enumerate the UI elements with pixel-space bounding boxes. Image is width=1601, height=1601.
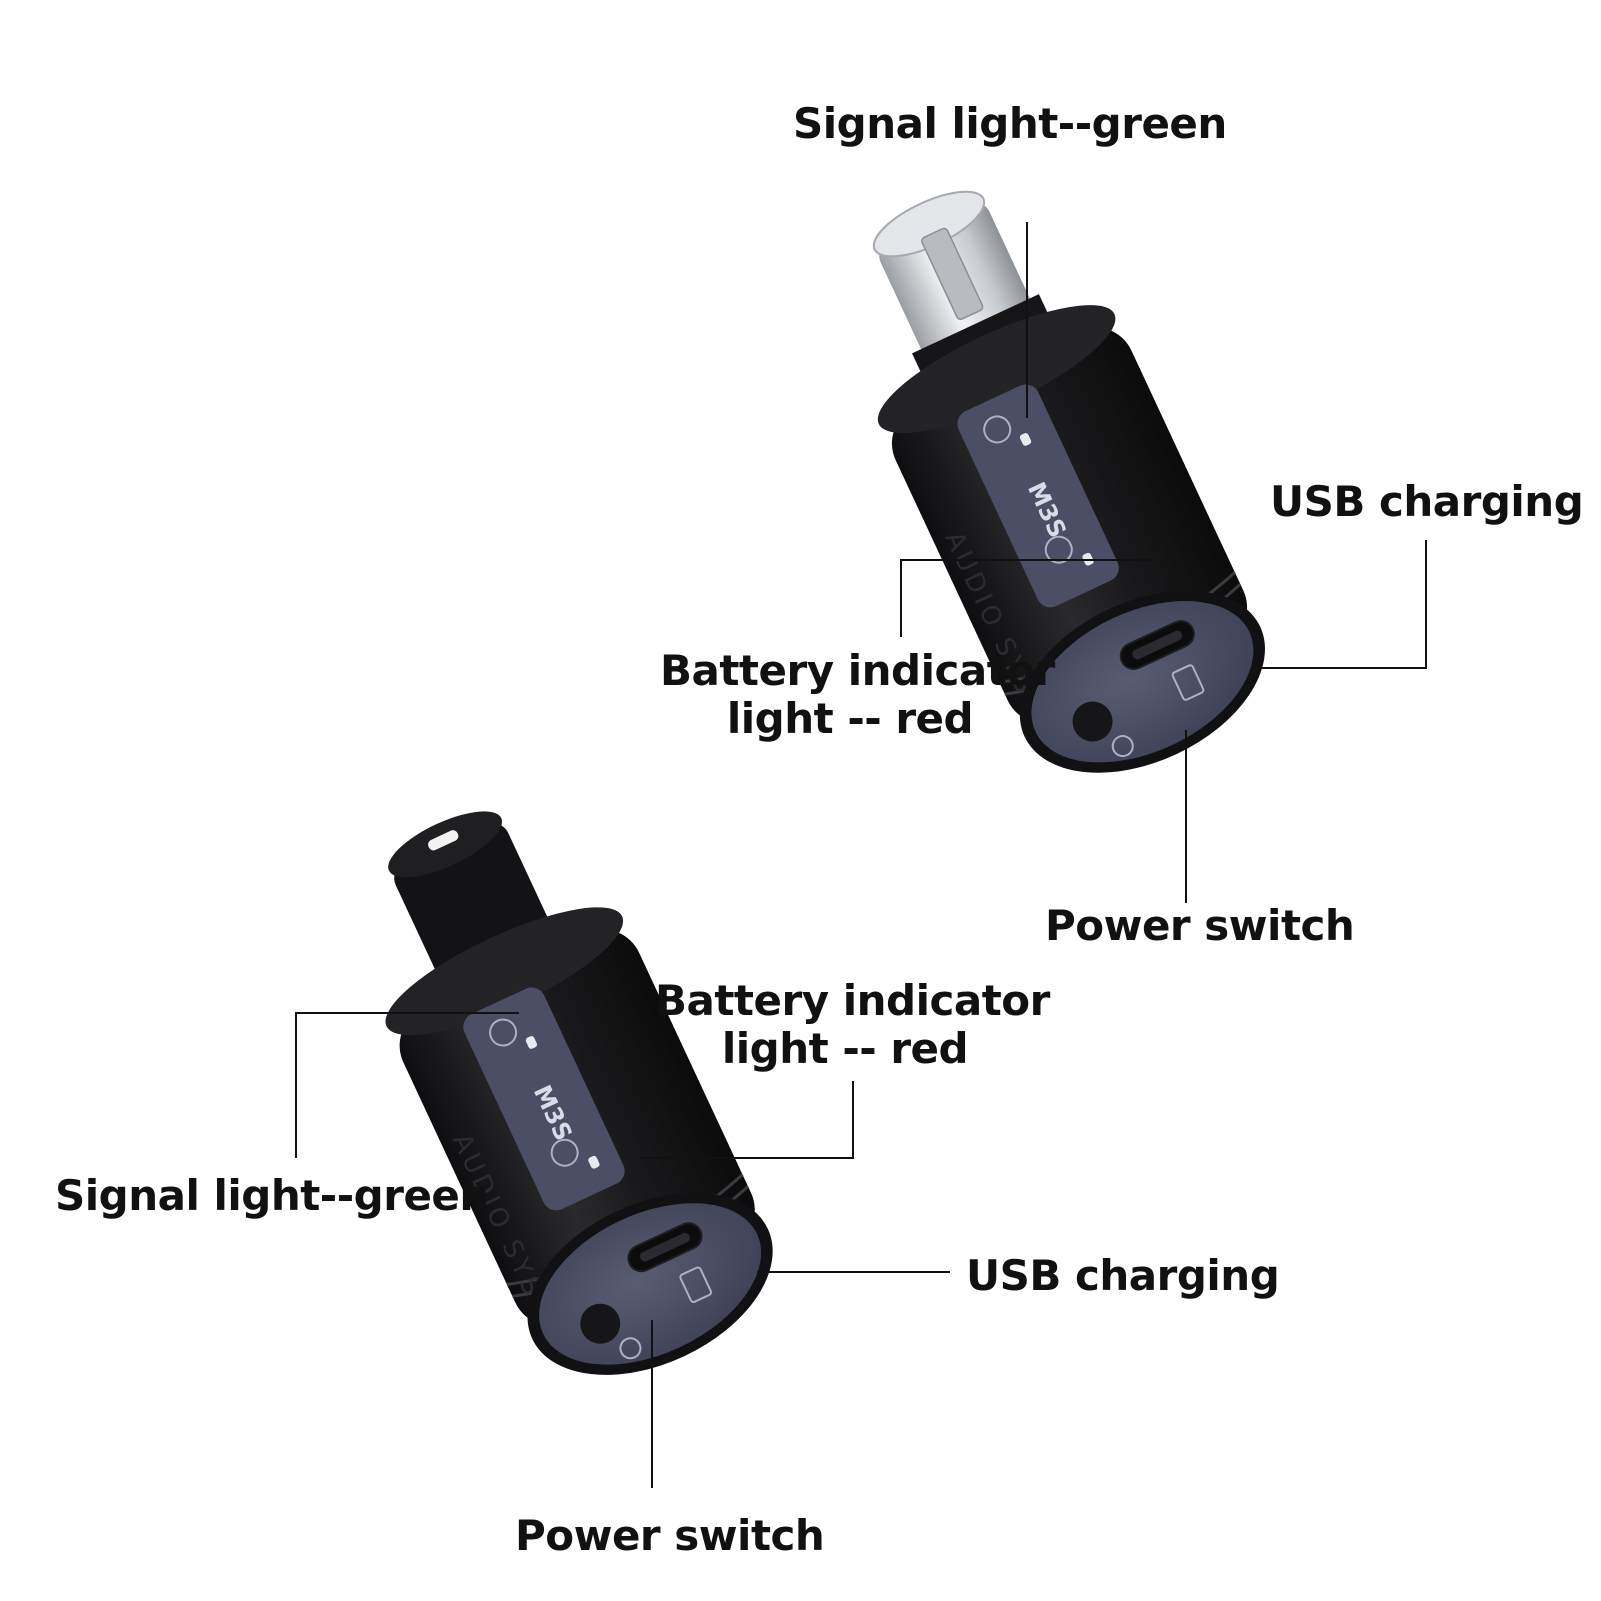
- battery-icon: [550, 1138, 579, 1167]
- label-top-battery: Battery indicator light -- red: [660, 646, 1055, 743]
- label-top-power: Power switch: [1045, 901, 1355, 950]
- leader-top-usb: [1258, 540, 1427, 669]
- label-bottom-power: Power switch: [515, 1511, 825, 1560]
- led-panel: [463, 987, 625, 1211]
- label-top-battery-line2: light -- red: [726, 694, 974, 743]
- label-bottom-battery-line2: light -- red: [721, 1024, 969, 1073]
- signal-led: [525, 1036, 538, 1049]
- power-button: [1072, 701, 1113, 742]
- charge-icon: [1171, 664, 1205, 701]
- charge-icon: [679, 1266, 713, 1303]
- power-icon: [1111, 735, 1134, 758]
- label-top-usb: USB charging: [1270, 477, 1584, 526]
- label-bottom-signal: Signal light--green: [55, 1171, 489, 1220]
- leader-top-battery: [900, 559, 1155, 637]
- battery-led: [588, 1155, 600, 1169]
- leader-bottom-battery: [640, 1081, 854, 1159]
- label-bottom-battery-line1: Battery indicator: [655, 976, 1050, 1025]
- led-panel: [957, 384, 1119, 608]
- battery-icon: [1044, 535, 1073, 564]
- label-top-battery-line1: Battery indicator: [660, 646, 1055, 695]
- label-top-signal: Signal light--green: [793, 99, 1227, 148]
- signal-wifi-icon: [983, 415, 1012, 444]
- signal-led: [1019, 433, 1032, 446]
- leader-bottom-signal: [295, 1012, 519, 1158]
- power-button: [580, 1303, 621, 1344]
- label-bottom-usb: USB charging: [966, 1251, 1280, 1300]
- power-icon: [619, 1337, 642, 1360]
- signal-wifi-icon: [489, 1018, 518, 1047]
- leader-lines: [295, 222, 1427, 1488]
- device-bottom: AUDIO SYSTEM M3S: [385, 811, 773, 1375]
- label-bottom-battery: Battery indicator light -- red: [655, 976, 1050, 1073]
